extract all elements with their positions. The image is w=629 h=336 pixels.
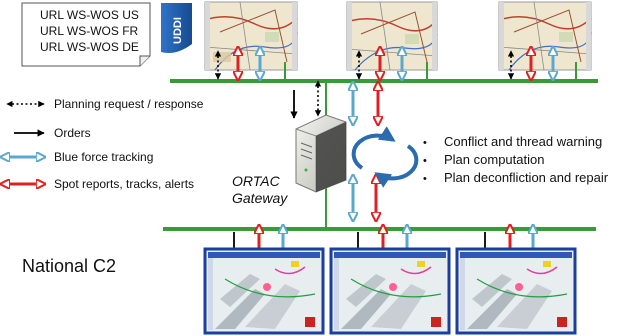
registry-url-us: URL WS-WOS US <box>40 8 139 22</box>
legend-item-blue-force: Blue force tracking <box>8 150 153 164</box>
legend-item-spot-reports: Spot reports, tracks, alerts <box>8 177 194 191</box>
top-map-2 <box>346 1 438 71</box>
server-icon <box>295 114 347 193</box>
bottom-map-3 <box>455 247 577 335</box>
function-plan-deconfliction: Plan deconfliction and repair <box>444 170 609 185</box>
uddi-badge-text: UDDI <box>172 17 184 44</box>
top-map-1 <box>204 1 298 71</box>
bottom-map-1 <box>203 247 325 335</box>
legend-item-orders: Orders <box>14 126 91 140</box>
gateway-label-line1: ORTAC <box>232 173 281 189</box>
legend-item-planning: Planning request / response <box>6 97 204 111</box>
bullet-icon: • <box>423 173 427 185</box>
uddi-badge: UDDI <box>161 3 192 53</box>
legend: Planning request / response Orders Blue … <box>8 97 204 191</box>
registry-url-de: URL WS-WOS DE <box>40 40 139 54</box>
function-plan-computation: Plan computation <box>444 152 544 167</box>
bullet-icon: • <box>423 155 427 167</box>
registry-url-fr: URL WS-WOS FR <box>40 24 139 38</box>
cycle-icon <box>351 126 419 188</box>
gateway-label-line2: Gateway <box>232 190 288 206</box>
function-conflict-warning: Conflict and thread warning <box>444 134 602 149</box>
registry-document: URL WS-WOS US URL WS-WOS FR URL WS-WOS D… <box>21 2 151 67</box>
bullet-icon: • <box>423 137 427 149</box>
top-map-3 <box>498 1 592 71</box>
bottom-map-2 <box>329 247 451 335</box>
legend-label-orders: Orders <box>54 126 91 140</box>
legend-label-blue-force: Blue force tracking <box>54 150 153 164</box>
national-c2-label: National C2 <box>22 256 116 276</box>
legend-label-planning: Planning request / response <box>54 97 204 111</box>
legend-label-spot-reports: Spot reports, tracks, alerts <box>54 177 194 191</box>
functions-list: • Conflict and thread warning • Plan com… <box>423 134 609 185</box>
